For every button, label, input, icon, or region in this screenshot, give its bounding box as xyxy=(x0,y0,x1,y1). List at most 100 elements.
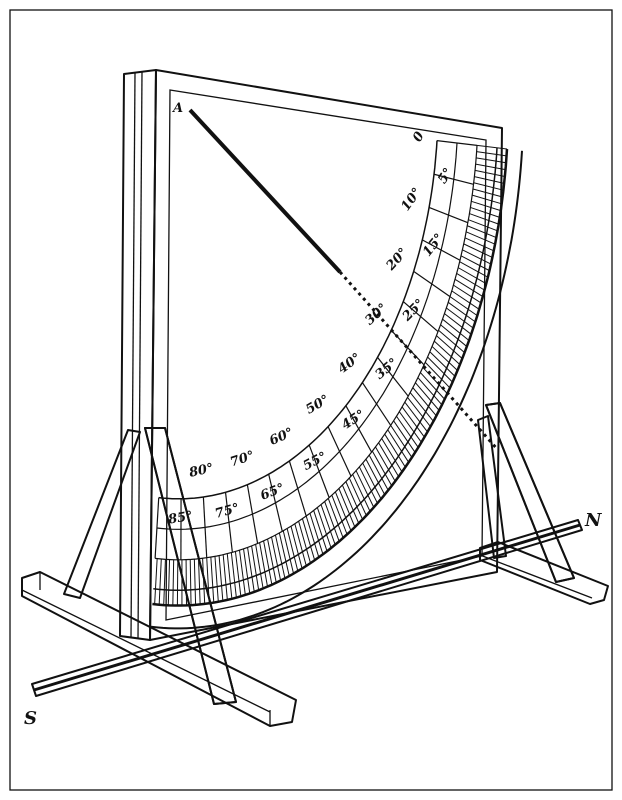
hatch-mark xyxy=(447,301,476,323)
hatch-mark xyxy=(471,200,501,212)
hatch-mark xyxy=(259,542,268,587)
hatch-mark xyxy=(341,484,360,524)
hatch-mark xyxy=(462,249,492,265)
hatch-mark xyxy=(424,361,451,389)
hatch-mark xyxy=(476,157,507,164)
radial-division xyxy=(413,270,451,298)
radial-division xyxy=(224,492,233,553)
hatch-mark xyxy=(433,340,461,365)
hatch-mark xyxy=(378,442,400,477)
hatch-mark xyxy=(226,553,233,599)
hatch-mark xyxy=(472,194,502,205)
hatch-mark xyxy=(396,415,419,448)
inner-label-15: 15° xyxy=(420,231,447,260)
outer-label-40: 40° xyxy=(335,350,364,377)
arc-line xyxy=(153,147,498,592)
hatch-mark xyxy=(358,466,378,504)
hatch-mark xyxy=(158,559,162,605)
hatch-mark xyxy=(301,518,316,561)
hatch-mark xyxy=(352,474,371,512)
hatch-mark xyxy=(470,206,500,218)
hatch-mark xyxy=(298,521,311,564)
radial-division xyxy=(361,382,392,426)
radial-division xyxy=(428,206,469,224)
hatch-mark xyxy=(214,556,219,602)
hatch-mark xyxy=(348,477,367,516)
hatch-mark xyxy=(457,267,487,285)
radial-division xyxy=(377,357,409,397)
hatch-mark xyxy=(468,219,498,232)
hatch-mark xyxy=(436,335,463,359)
hatch-mark xyxy=(313,510,328,552)
radial-division xyxy=(308,444,330,498)
hatch-mark xyxy=(371,450,393,487)
outer-label-70: 70° xyxy=(228,448,256,470)
hatch-mark xyxy=(167,559,171,606)
inner-label-55: 55° xyxy=(301,449,330,474)
hatch-mark xyxy=(415,382,440,411)
hatch-mark xyxy=(324,501,340,542)
hatch-mark xyxy=(453,284,482,304)
radial-division xyxy=(246,484,259,544)
hatch-mark xyxy=(401,406,425,438)
hatch-mark xyxy=(429,351,456,377)
hatch-mark xyxy=(222,554,228,600)
hatch-mark xyxy=(163,559,166,606)
hatch-mark xyxy=(238,550,246,595)
quadrant-frame xyxy=(149,69,503,641)
outer-label-50: 50° xyxy=(303,392,332,417)
outer-label-60: 60° xyxy=(267,425,296,449)
quadrant-panel xyxy=(165,89,487,621)
hatch-mark xyxy=(460,255,490,272)
hatch-mark xyxy=(316,507,332,549)
hatch-mark xyxy=(267,538,277,583)
meridian-bar xyxy=(31,519,583,697)
hatch-mark xyxy=(472,188,503,198)
hatch-mark xyxy=(286,528,299,572)
inner-label-45: 45° xyxy=(339,407,368,433)
radial-division xyxy=(154,497,160,559)
hatch-mark xyxy=(454,278,484,297)
hatch-mark xyxy=(206,557,210,604)
hatch-mark xyxy=(282,530,295,574)
arc-line xyxy=(152,148,509,607)
hatch-mark xyxy=(243,548,251,594)
hatch-mark xyxy=(440,324,468,347)
hatch-mark xyxy=(446,307,474,329)
hatch-mark xyxy=(390,425,413,458)
hatch-mark xyxy=(463,243,493,258)
hatch-mark xyxy=(476,151,507,157)
hatch-mark xyxy=(475,163,506,171)
hatch-mark xyxy=(375,446,396,482)
hatch-mark xyxy=(467,225,497,238)
hatch-mark xyxy=(368,454,389,491)
hatch-mark xyxy=(465,231,496,245)
hatch-mark xyxy=(412,387,437,417)
hatch-mark xyxy=(451,290,480,310)
hatch-mark xyxy=(294,523,307,566)
hatch-mark xyxy=(172,559,175,606)
hatch-mark xyxy=(384,433,406,468)
radial-division xyxy=(288,460,307,517)
hatch-mark xyxy=(154,558,158,605)
hatch-mark xyxy=(345,481,364,520)
hatch-mark xyxy=(438,329,465,353)
hatch-mark xyxy=(320,504,336,545)
hatch-mark xyxy=(420,372,446,400)
hatch-mark xyxy=(474,176,505,184)
hatch-mark xyxy=(456,273,485,291)
hatch-mark xyxy=(327,498,344,539)
hatch-mark xyxy=(271,536,282,581)
hatch-mark xyxy=(442,318,470,341)
radial-division xyxy=(422,239,461,261)
plumb-line xyxy=(188,108,500,451)
radial-division xyxy=(436,140,478,146)
outer-label-10: 10° xyxy=(398,185,425,214)
hatch-mark xyxy=(387,429,410,463)
outer-label-0: 0 xyxy=(410,129,428,144)
hatch-mark xyxy=(476,144,508,150)
north-label: N xyxy=(584,510,603,531)
hatch-mark xyxy=(381,438,403,473)
pivot-mark: A xyxy=(171,101,183,116)
